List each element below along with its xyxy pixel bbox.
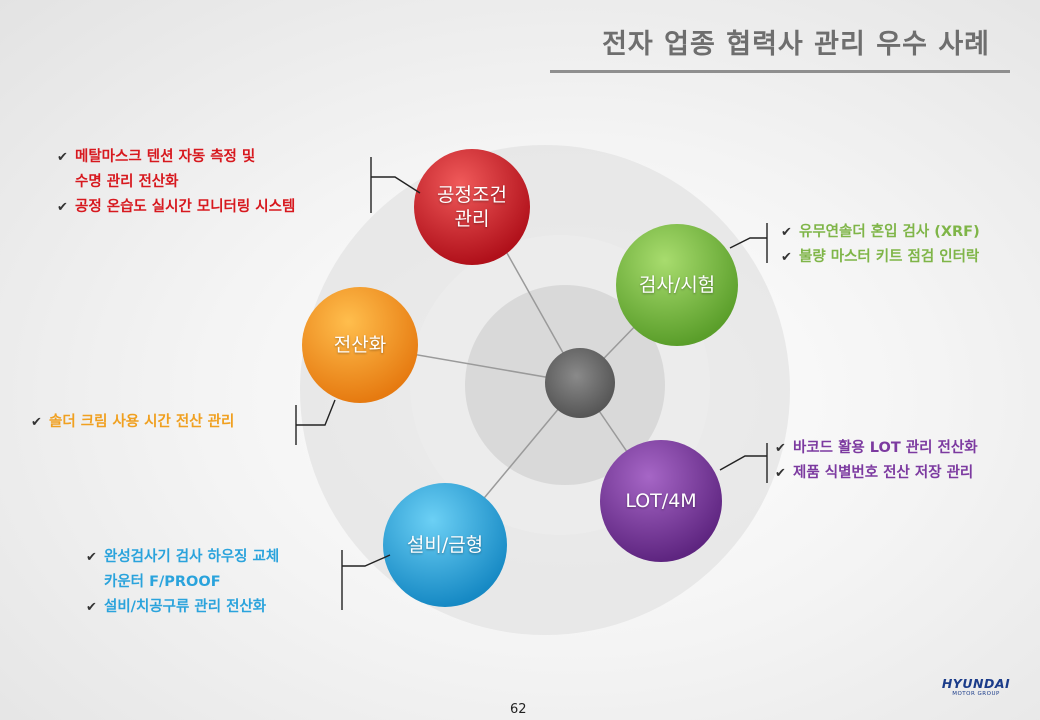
page-number: 62 bbox=[510, 702, 527, 717]
note-inspection-item1: 유무연솔더 혼입 검사 (XRF) bbox=[799, 224, 980, 240]
note-equipment: ✔ 완성검사기 검사 하우징 교체 카운터 F/PROOF ✔ 설비/치공구류 관리… bbox=[86, 545, 279, 620]
node-equipment-circle bbox=[383, 483, 507, 607]
note-process-item2: 공정 온습도 실시간 모니터링 시스템 bbox=[75, 199, 296, 215]
connectors bbox=[295, 157, 768, 610]
note-lot: ✔ 바코드 활용 LOT 관리 전산화 ✔ 제품 식별번호 전산 저장 관리 bbox=[775, 436, 978, 486]
check-icon: ✔ bbox=[775, 441, 786, 456]
check-icon: ✔ bbox=[781, 250, 792, 265]
note-inspection-item2: 불량 마스터 키트 점검 인터락 bbox=[799, 249, 980, 265]
logo-wordmark: HYUNDAI bbox=[941, 676, 1011, 691]
center-hub bbox=[545, 348, 615, 418]
node-process-circle bbox=[414, 149, 530, 265]
note-process: ✔ 메탈마스크 텐션 자동 측정 및 수명 관리 전산화 ✔ 공정 온습도 실시간 … bbox=[57, 145, 295, 220]
node-process-label-line2: 관리 bbox=[454, 208, 490, 230]
node-equipment-label: 설비/금형 bbox=[406, 534, 484, 556]
note-inspection: ✔ 유무연솔더 혼입 검사 (XRF) ✔ 불량 마스터 키트 점검 인터락 bbox=[781, 220, 980, 270]
note-process-item1-line1: 메탈마스크 텐션 자동 측정 및 bbox=[75, 149, 256, 165]
page-title: 전자 업종 협력사 관리 우수 사례 bbox=[602, 29, 990, 60]
node-process-label-line1: 공정조건 bbox=[437, 184, 507, 206]
node-digital-label: 전산화 bbox=[333, 334, 387, 356]
logo-subtext: MOTOR GROUP bbox=[952, 691, 1000, 697]
node-process-label: 공정조건 관리 bbox=[437, 183, 507, 231]
check-icon: ✔ bbox=[775, 466, 786, 481]
check-icon: ✔ bbox=[31, 415, 42, 430]
note-digital-item1: 솔더 크림 사용 시간 전산 관리 bbox=[49, 414, 235, 430]
note-lot-item1: 바코드 활용 LOT 관리 전산화 bbox=[793, 440, 978, 456]
note-equipment-item1-line1: 완성검사기 검사 하우징 교체 bbox=[104, 549, 280, 565]
note-lot-item2: 제품 식별번호 전산 저장 관리 bbox=[793, 465, 974, 481]
note-equipment-item2: 설비/치공구류 관리 전산화 bbox=[104, 599, 267, 615]
check-icon: ✔ bbox=[57, 200, 68, 215]
title-underline bbox=[550, 70, 1010, 73]
note-digital: ✔ 솔더 크림 사용 시간 전산 관리 bbox=[31, 410, 234, 435]
check-icon: ✔ bbox=[781, 225, 792, 240]
node-digital-circle bbox=[302, 287, 418, 403]
note-equipment-item1-line2: 카운터 F/PROOF bbox=[104, 574, 221, 590]
node-lot-circle bbox=[600, 440, 722, 562]
check-icon: ✔ bbox=[57, 150, 68, 165]
node-inspection-circle bbox=[616, 224, 738, 346]
note-process-item1-line2: 수명 관리 전산화 bbox=[75, 174, 179, 190]
hyundai-logo: HYUNDAI MOTOR GROUP bbox=[940, 676, 1012, 698]
node-inspection-label: 검사/시험 bbox=[638, 274, 716, 296]
check-icon: ✔ bbox=[86, 600, 97, 615]
check-icon: ✔ bbox=[86, 550, 97, 565]
node-lot-label: LOT/4M bbox=[625, 490, 697, 512]
